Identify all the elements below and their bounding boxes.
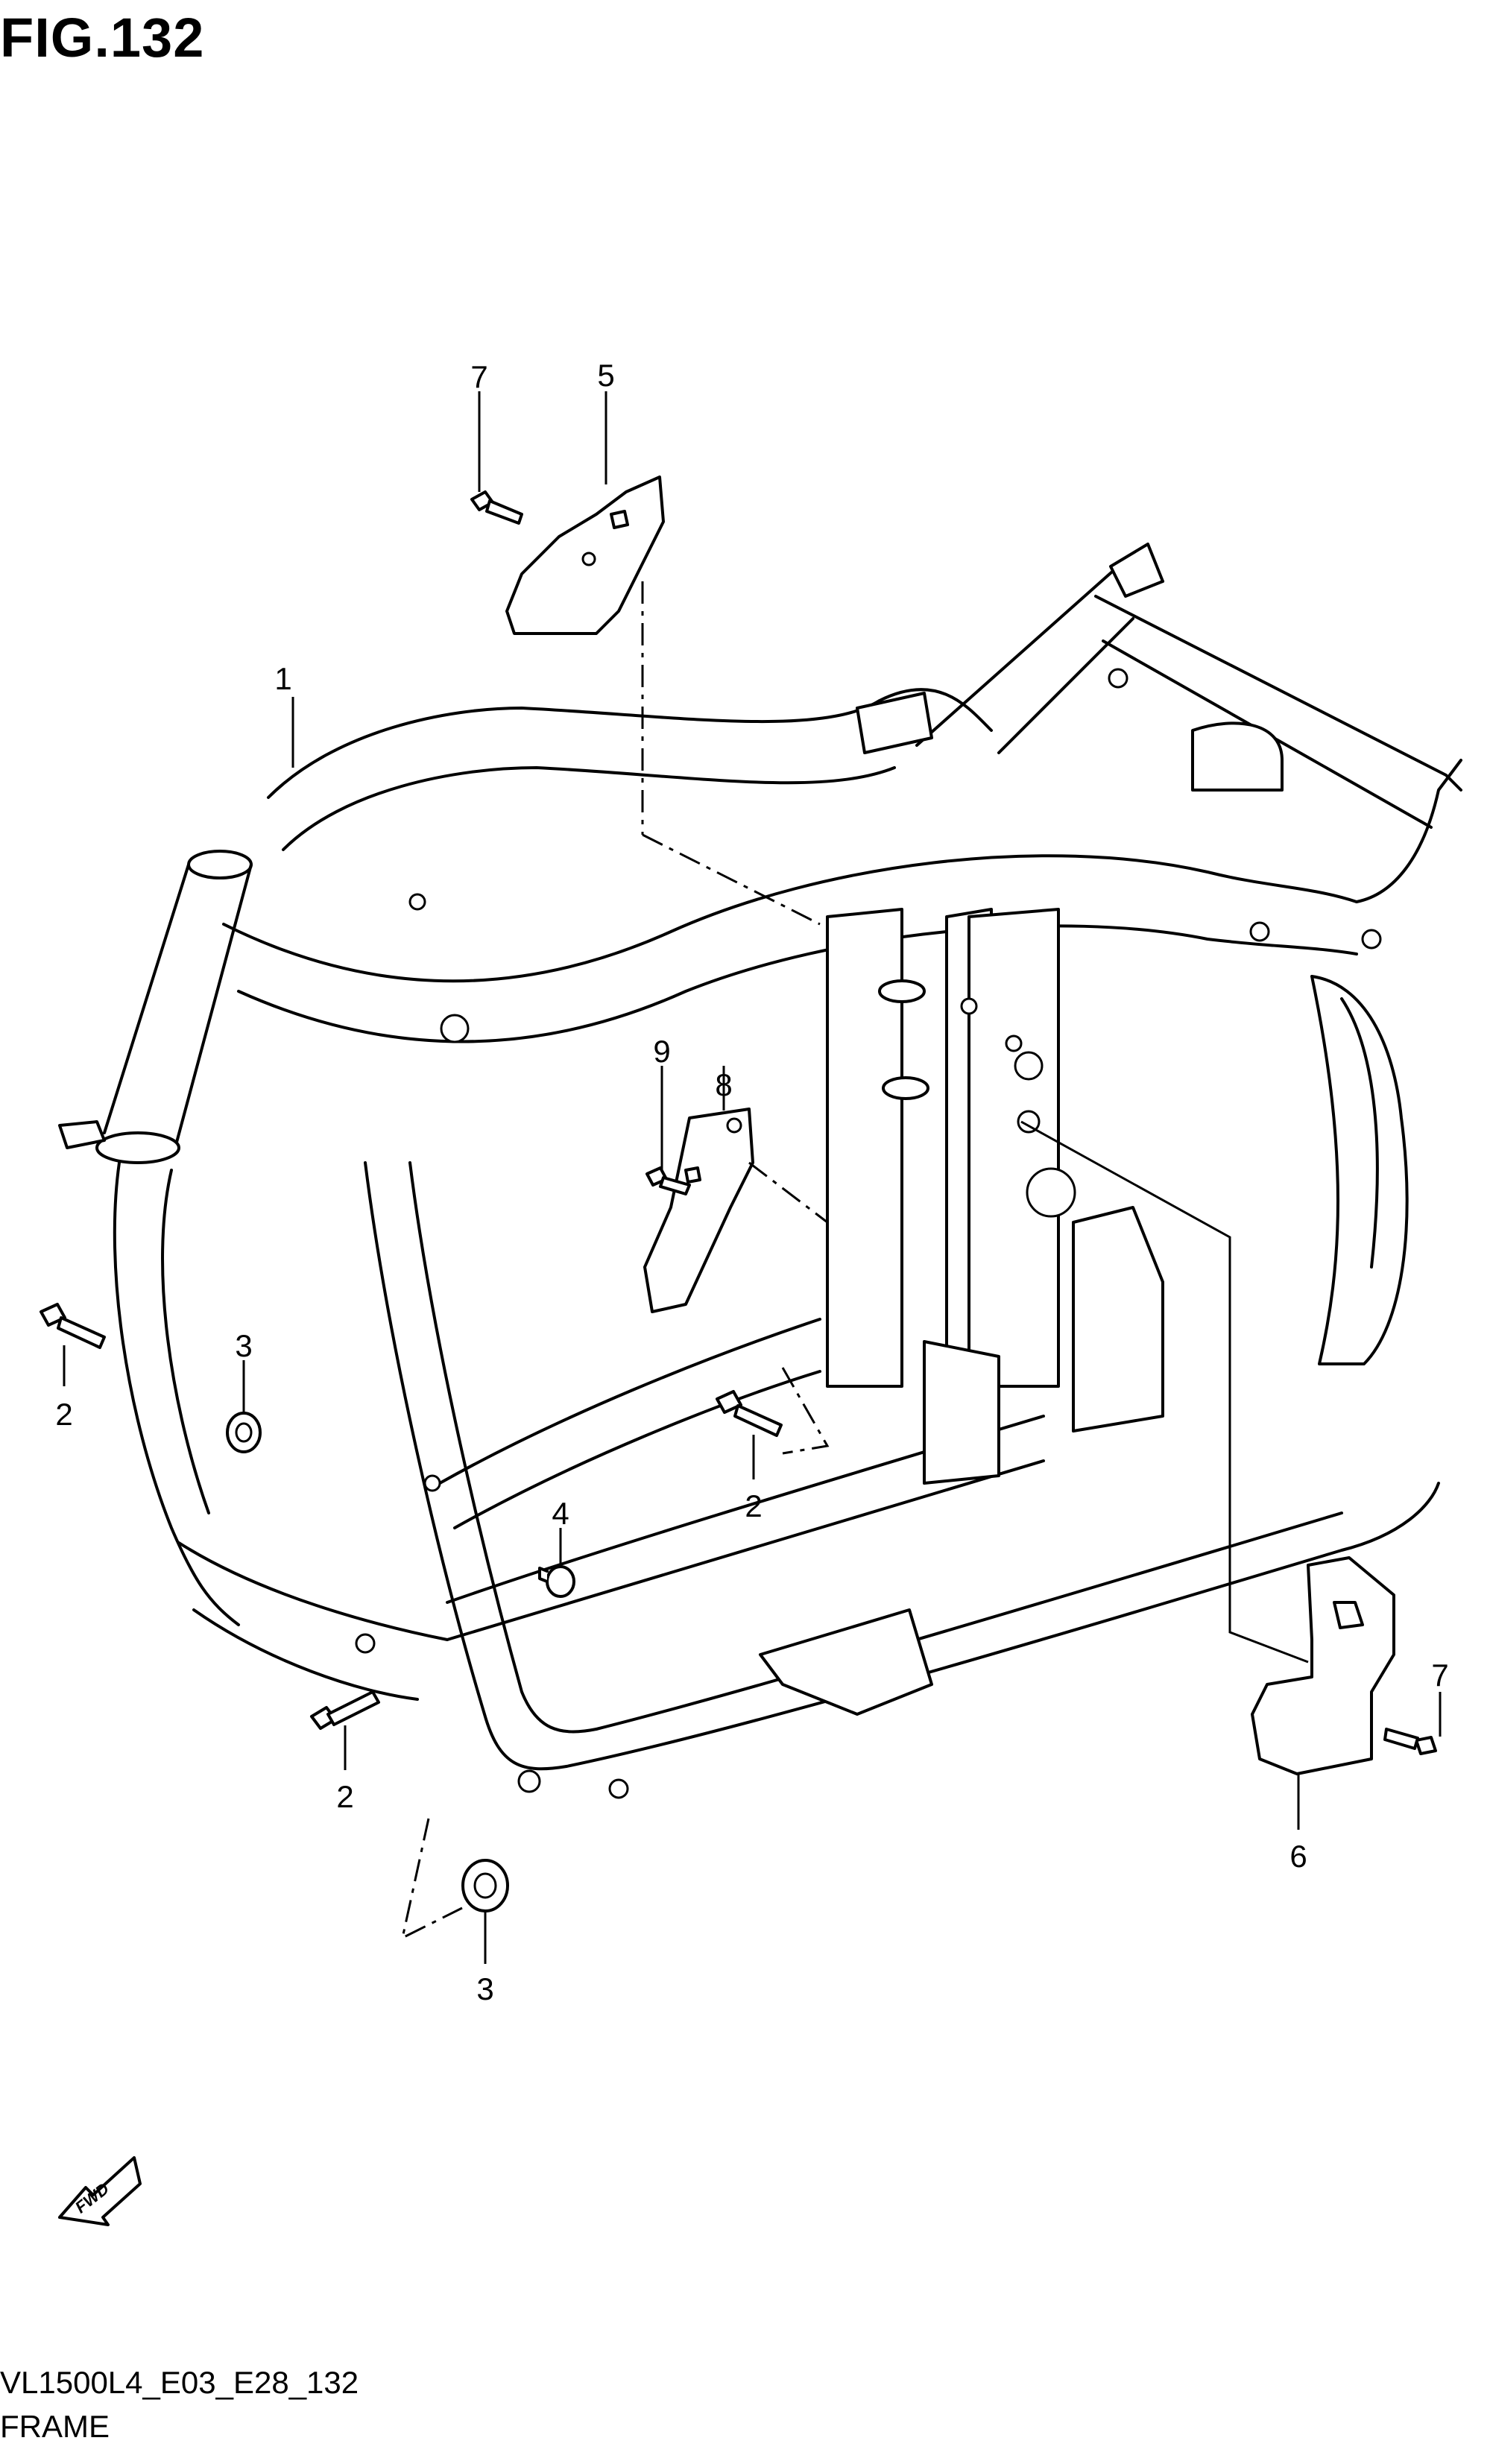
bolt-part-9: [645, 1166, 691, 1195]
callout-9: 9: [653, 1034, 670, 1069]
bolt-part-7-upper: [470, 490, 523, 525]
nut-part-3-lower: [461, 1859, 509, 1912]
callout-2: 2: [336, 1779, 353, 1814]
callout-1: 1: [274, 661, 291, 696]
callout-3: 3: [235, 1328, 252, 1363]
callout-7: 7: [1431, 1658, 1448, 1693]
frame-assembly: [58, 543, 1462, 1799]
callout-4: 4: [552, 1496, 569, 1531]
callout-8: 8: [715, 1067, 732, 1102]
callout-5: 5: [597, 358, 614, 393]
leader-lines: [63, 391, 1442, 1964]
callout-6: 6: [1289, 1839, 1307, 1874]
bracket-part-6: [1251, 1556, 1395, 1775]
dash-lines: [400, 581, 830, 1940]
plate-part-8: [643, 1108, 754, 1313]
plug-part-4: [538, 1565, 575, 1598]
nut-part-3-upper: [226, 1412, 262, 1453]
callout-2: 2: [745, 1488, 762, 1523]
figure-title: FIG.132: [0, 7, 205, 69]
fwd-arrow-icon: FWD: [58, 2156, 142, 2226]
callout-3: 3: [476, 1971, 493, 2006]
bolt-part-2-bottom: [310, 1690, 380, 1730]
bolt-part-7-lower: [1383, 1728, 1437, 1755]
bolt-part-2-left: [40, 1303, 106, 1349]
callout-2: 2: [55, 1397, 72, 1432]
figure-caption: FRAME: [0, 2409, 110, 2444]
figure-code: VL1500L4_E03_E28_132: [0, 2365, 359, 2400]
callout-7: 7: [470, 359, 487, 394]
bolt-part-2-center: [716, 1390, 783, 1437]
